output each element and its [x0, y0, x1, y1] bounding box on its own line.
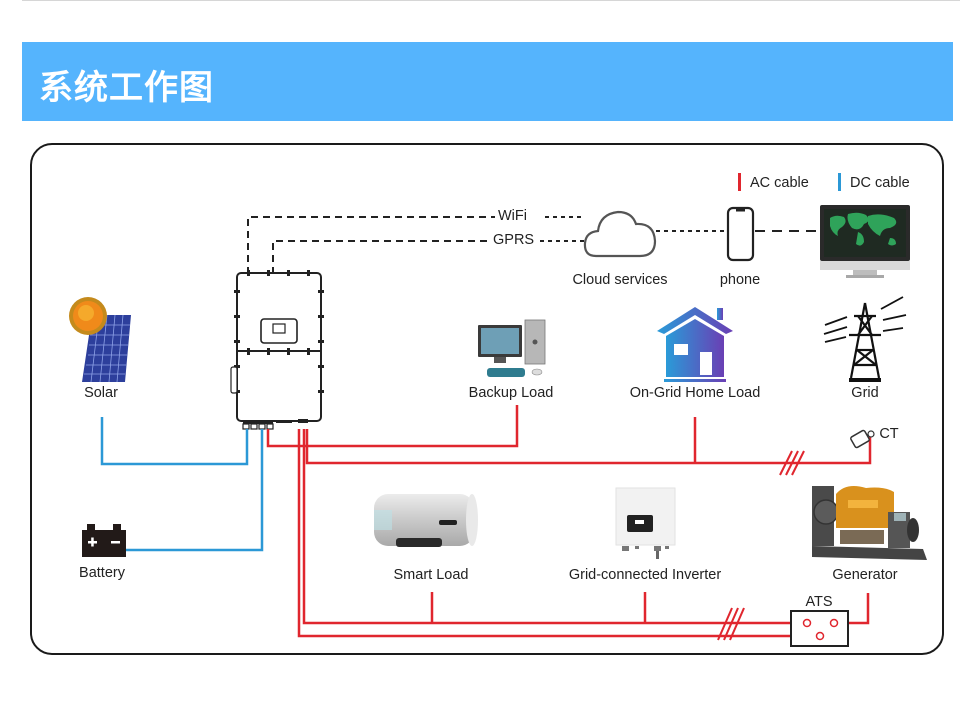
- solar-label: Solar: [84, 385, 118, 401]
- dc-cable-swatch: [838, 173, 841, 191]
- ac-cables: [266, 405, 872, 638]
- current-transformer-icon: [850, 429, 875, 449]
- gprs-label: GPRS: [490, 232, 538, 248]
- dc-cable-solar: [100, 417, 249, 466]
- comm-links: [247, 216, 822, 274]
- ct-label: CT: [879, 426, 899, 442]
- phone-icon: [726, 206, 755, 262]
- legend-dc-cable: DC cable: [838, 173, 910, 191]
- generator-icon: [812, 486, 927, 560]
- ac-cable-smart-load-bus: [302, 429, 807, 625]
- gprs-link: [272, 240, 490, 274]
- power-tower-icon: [823, 296, 907, 382]
- dc-cables: [100, 417, 264, 552]
- wifi-link: [247, 216, 495, 274]
- three-phase-marks: [717, 450, 805, 641]
- ats-switch-icon: [790, 610, 849, 647]
- dc-cable-label: DC cable: [850, 175, 910, 191]
- solar-panel-icon: [69, 297, 131, 383]
- backup-load-label: Backup Load: [468, 385, 554, 401]
- house-icon: [657, 307, 733, 382]
- diagram-frame: [30, 143, 944, 655]
- generator-label: Generator: [832, 567, 898, 583]
- smart-load-label: Smart Load: [393, 567, 469, 583]
- grid-inverter-label: Grid-connected Inverter: [568, 567, 722, 583]
- page-title: 系统工作图: [39, 68, 214, 108]
- ac-cable-swatch: [738, 173, 741, 191]
- grid-label: Grid: [851, 385, 879, 401]
- top-divider: [22, 0, 960, 1]
- title-banner: 系统工作图: [22, 42, 953, 121]
- battery-icon: [82, 524, 126, 557]
- monitor-icon: [820, 205, 910, 278]
- string-inverter-icon: [615, 487, 676, 559]
- ac-cable-backup-load: [266, 405, 519, 448]
- water-heater-icon: [374, 494, 478, 547]
- battery-label: Battery: [79, 565, 125, 581]
- home-load-label: On-Grid Home Load: [629, 385, 761, 401]
- legend-ac-cable: AC cable: [738, 173, 809, 191]
- phone-label: phone: [719, 272, 761, 288]
- wifi-label: WiFi: [495, 208, 530, 224]
- cloud-services-label: Cloud services: [572, 272, 668, 288]
- ac-cable-label: AC cable: [750, 175, 809, 191]
- dc-cable-battery: [126, 429, 264, 552]
- hybrid-inverter-icon: [230, 270, 324, 430]
- desktop-computer-icon: [478, 319, 546, 377]
- ats-label: ATS: [805, 594, 833, 610]
- ac-cable-ats-load: [297, 429, 820, 638]
- ac-cable-grid: [305, 429, 872, 465]
- cloud-icon: [583, 210, 657, 258]
